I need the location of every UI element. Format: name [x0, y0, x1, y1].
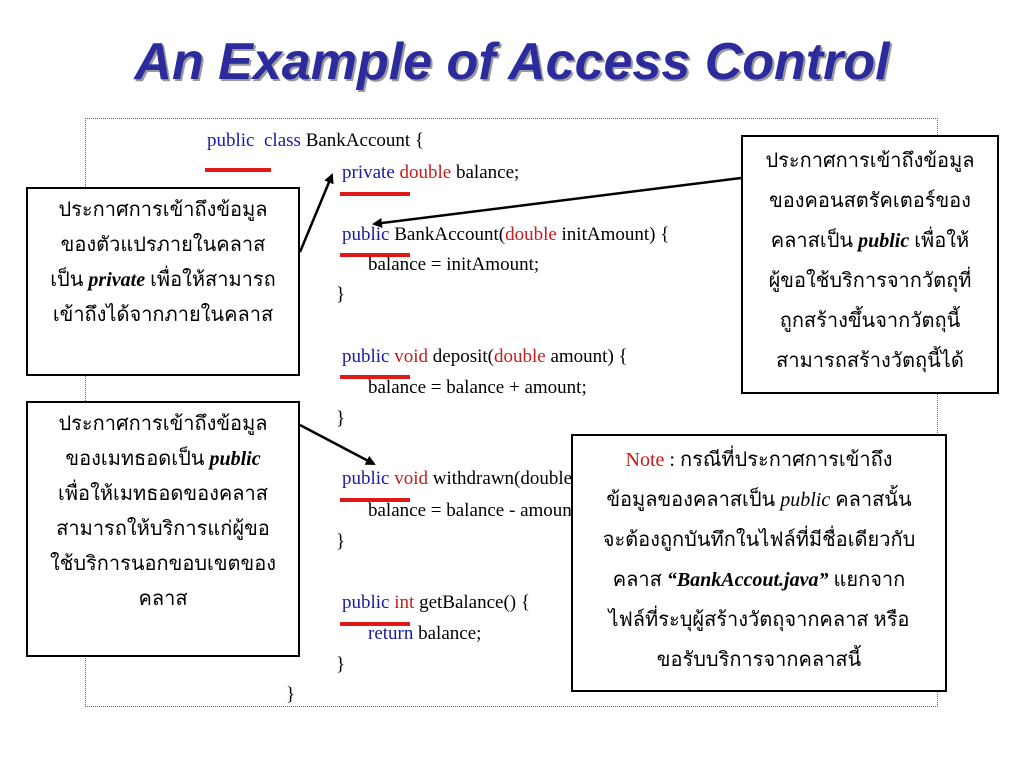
code-line-getbalance: public int getBalance() { [342, 592, 530, 614]
callout-text: สามารถให้บริการแก่ผู้ขอ [56, 518, 270, 540]
code-text: BankAccount( [389, 224, 506, 245]
callout-text: เพื่อให้ [909, 230, 970, 252]
callout-text: เป็น [50, 269, 89, 291]
keyword-private: private [342, 162, 395, 183]
keyword-type: int [394, 592, 415, 613]
callout-text: ถูกสร้างขึ้นจากวัตถุนี้ [779, 310, 961, 332]
callout-text: ผู้ขอใช้บริการจากวัตถุที่ [768, 270, 972, 292]
code-line-class: public class BankAccount { [207, 130, 424, 152]
callout-public-constructor: ประกาศการเข้าถึงข้อมูล ของคอนสตรัคเตอร์ข… [741, 135, 999, 394]
underline-private [340, 192, 410, 196]
code-line-brace: } [336, 284, 346, 305]
keyword-public: public [342, 468, 390, 489]
callout-text: คลาสเป็น public เพื่อให้ [743, 221, 997, 261]
code-text: getBalance() { [414, 592, 530, 613]
callout-text: สามารถสร้างวัตถุนี้ได้ [776, 350, 964, 372]
underline-public-deposit [340, 375, 410, 379]
underline-public-withdrawn [340, 498, 410, 502]
code-line-constructor: public BankAccount(double initAmount) { [342, 224, 669, 246]
code-line-deposit: public void deposit(double amount) { [342, 346, 628, 368]
keyword-public: public [342, 224, 390, 245]
callout-text: ของตัวแปรภายในคลาส [60, 234, 266, 256]
code-text: balance; [413, 623, 482, 644]
keyword-public: public [342, 592, 390, 613]
callout-text: คลาส [138, 588, 188, 610]
callout-text: เพื่อให้สามารถ [145, 269, 276, 291]
code-text: balance; [451, 162, 520, 183]
keyword-type: double [399, 162, 452, 183]
callout-text: ประกาศการเข้าถึงข้อมูล [58, 199, 268, 221]
code-text: initAmount) { [556, 224, 670, 245]
callout-keyword: public [858, 230, 910, 252]
keyword-public: public [207, 130, 255, 151]
keyword-type: void [394, 346, 429, 367]
callout-text: ประกาศการเข้าถึงข้อมูล [765, 150, 975, 172]
note-text: คลาส “BankAccout.java” แยกจาก [573, 560, 945, 600]
note-text: ไฟล์ที่ระบุผู้สร้างวัตถุจากคลาส หรือ [608, 609, 910, 631]
code-line-brace: } [336, 654, 346, 675]
code-text: BankAccount { [300, 130, 425, 151]
underline-public-constructor [340, 253, 410, 257]
code-line-body: balance = balance + amount; [368, 377, 587, 398]
callout-private-field: ประกาศการเข้าถึงข้อมูล ของตัวแปรภายในคลา… [26, 187, 300, 376]
note-box: Note : กรณีที่ประกาศการเข้าถึง ข้อมูลของ… [571, 434, 947, 692]
underline-public-getbalance [340, 622, 410, 626]
slide-title: An Example of Access Control [134, 33, 890, 91]
underline-public-class [205, 168, 271, 172]
code-text: deposit( [428, 346, 494, 367]
note-filename: “BankAccout.java” [666, 569, 829, 591]
keyword-type: void [394, 468, 429, 489]
callout-text: ของเมทธอดเป็น [65, 448, 210, 470]
callout-text: เพื่อให้เมทธอดของคลาส [58, 483, 268, 505]
note-text: Note : กรณีที่ประกาศการเข้าถึง [573, 440, 945, 480]
callout-text: ประกาศการเข้าถึงข้อมูล [58, 413, 268, 435]
code-line-brace: } [336, 531, 346, 552]
keyword-type: double [505, 224, 557, 245]
code-line-field: private double balance; [342, 162, 519, 184]
callout-keyword: private [88, 269, 146, 291]
callout-text: เข้าถึงได้จากภายในคลาส [52, 304, 274, 326]
code-line-body: return balance; [368, 623, 481, 645]
keyword-class: class [264, 130, 301, 151]
keyword-public: public [342, 346, 390, 367]
note-text: จะต้องถูกบันทึกในไฟล์ที่มีชื่อเดียวกับ [602, 529, 916, 551]
code-line-brace: } [286, 684, 296, 705]
note-label: Note [625, 449, 665, 471]
code-line-body: balance = balance - amount; [368, 500, 583, 521]
callout-text: เป็น private เพื่อให้สามารถ [28, 263, 298, 298]
note-text: ข้อมูลของคลาสเป็น public คลาสนั้น [573, 480, 945, 520]
keyword-type: double [494, 346, 546, 367]
keyword-return: return [368, 623, 414, 644]
callout-text: ของเมทธอดเป็น public [28, 442, 298, 477]
callout-text: ของคอนสตรัคเตอร์ของ [769, 190, 971, 212]
note-text: ข้อมูลของคลาสเป็น [606, 489, 781, 511]
callout-text: ใช้บริการนอกขอบเขตของ [50, 553, 276, 575]
note-text: คลาสนั้น [830, 489, 912, 511]
note-text: แยกจาก [828, 569, 906, 591]
callout-public-method: ประกาศการเข้าถึงข้อมูล ของเมทธอดเป็น pub… [26, 401, 300, 657]
callout-text: คลาสเป็น [770, 230, 859, 252]
code-text: amount) { [545, 346, 628, 367]
note-keyword: public [780, 489, 831, 511]
note-text: ขอรับบริการจากคลาสนี้ [656, 649, 862, 671]
note-text: คลาส [612, 569, 667, 591]
code-line-brace: } [336, 408, 346, 429]
note-text: : กรณีที่ประกาศการเข้าถึง [664, 449, 893, 471]
code-line-body: balance = initAmount; [368, 254, 540, 275]
callout-keyword: public [209, 448, 261, 470]
